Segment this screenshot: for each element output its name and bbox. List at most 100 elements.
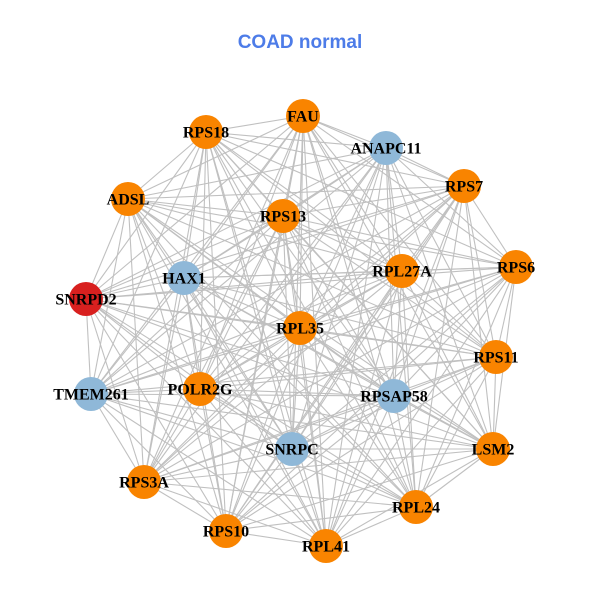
edge	[127, 198, 284, 217]
edge	[205, 131, 465, 187]
node-label-anapc11: ANAPC11	[350, 141, 421, 158]
edge	[143, 448, 293, 483]
node-lsm2	[476, 432, 510, 466]
edge	[90, 388, 201, 395]
edge	[199, 388, 327, 547]
edge	[282, 215, 497, 358]
edge	[127, 198, 497, 358]
edge	[85, 198, 129, 300]
edge	[127, 198, 145, 483]
edge	[299, 327, 497, 358]
edge	[127, 198, 201, 390]
edge	[127, 115, 304, 200]
edge	[282, 215, 403, 272]
edge	[183, 277, 301, 329]
node-rps11	[479, 340, 513, 374]
edge	[199, 388, 395, 397]
node-label-rpl35: RPL35	[276, 321, 324, 338]
edge	[393, 395, 417, 508]
edge	[127, 131, 207, 200]
edge	[299, 115, 304, 329]
edge	[225, 506, 417, 532]
node-rps18	[189, 115, 223, 149]
edge	[199, 147, 387, 390]
edge	[393, 266, 517, 397]
edge	[183, 277, 293, 450]
edge	[299, 185, 465, 329]
edge	[385, 147, 494, 450]
edge	[205, 131, 301, 329]
edge	[85, 298, 201, 390]
node-label-polr2g: POLR2G	[168, 382, 233, 399]
edge	[143, 270, 403, 483]
edge	[282, 185, 465, 217]
edge	[90, 393, 227, 532]
node-label-hax1: HAX1	[162, 271, 206, 288]
node-polr2g	[183, 372, 217, 406]
edge	[205, 131, 395, 397]
edge	[90, 327, 301, 395]
edge	[85, 298, 417, 508]
edge	[415, 356, 497, 508]
node-snrpd2	[69, 282, 103, 316]
edge	[127, 198, 293, 450]
edge	[85, 131, 207, 300]
edge	[199, 185, 465, 390]
node-rps7	[447, 169, 481, 203]
edge	[291, 395, 395, 450]
edge	[225, 270, 403, 532]
edge	[205, 131, 387, 149]
node-rpl24	[399, 490, 433, 524]
node-label-snrpc: SNRPC	[265, 442, 318, 459]
edge	[85, 185, 465, 300]
edge	[183, 277, 327, 547]
node-label-fau: FAU	[287, 109, 319, 126]
edge	[291, 270, 403, 450]
edge	[85, 215, 284, 300]
node-label-rps13: RPS13	[260, 209, 306, 226]
node-hax1	[167, 261, 201, 295]
edge	[199, 388, 293, 450]
node-label-rpl27a: RPL27A	[372, 264, 432, 281]
edge	[143, 448, 494, 483]
edge	[393, 270, 403, 397]
node-label-rpsap58: RPSAP58	[360, 389, 428, 406]
edge	[143, 356, 497, 483]
edge	[183, 215, 284, 279]
edge	[85, 298, 494, 450]
edge	[385, 147, 497, 358]
edge	[401, 270, 494, 450]
node-fau	[286, 99, 320, 133]
edge	[85, 298, 227, 532]
edge	[90, 393, 293, 450]
node-adsl	[111, 182, 145, 216]
label-layer: FAURPS18ANAPC11RPS7ADSLRPS13RPS6RPL27AHA…	[53, 109, 535, 556]
edge	[143, 215, 284, 483]
edge	[199, 388, 227, 532]
chart-title: COAD normal	[238, 32, 363, 53]
node-rps3a	[127, 465, 161, 499]
edge	[183, 185, 465, 279]
edge	[143, 481, 417, 508]
node-tmem261	[74, 377, 108, 411]
node-snrpc	[275, 432, 309, 466]
node-rps10	[209, 514, 243, 548]
node-label-rps6: RPS6	[497, 260, 535, 277]
node-label-rps7: RPS7	[445, 179, 483, 196]
edge	[90, 356, 497, 395]
edge	[199, 266, 517, 390]
edge	[127, 198, 403, 272]
edge	[225, 448, 293, 532]
edge	[463, 185, 494, 450]
edge	[299, 327, 395, 397]
node-label-lsm2: LSM2	[472, 442, 515, 459]
edge	[183, 277, 497, 358]
edge	[143, 388, 201, 483]
edge	[225, 356, 497, 532]
node-label-rpl41: RPL41	[302, 539, 350, 556]
node-label-rpl24: RPL24	[392, 500, 440, 517]
edge	[282, 215, 327, 547]
node-label-rps18: RPS18	[183, 125, 229, 142]
edge	[90, 185, 465, 395]
